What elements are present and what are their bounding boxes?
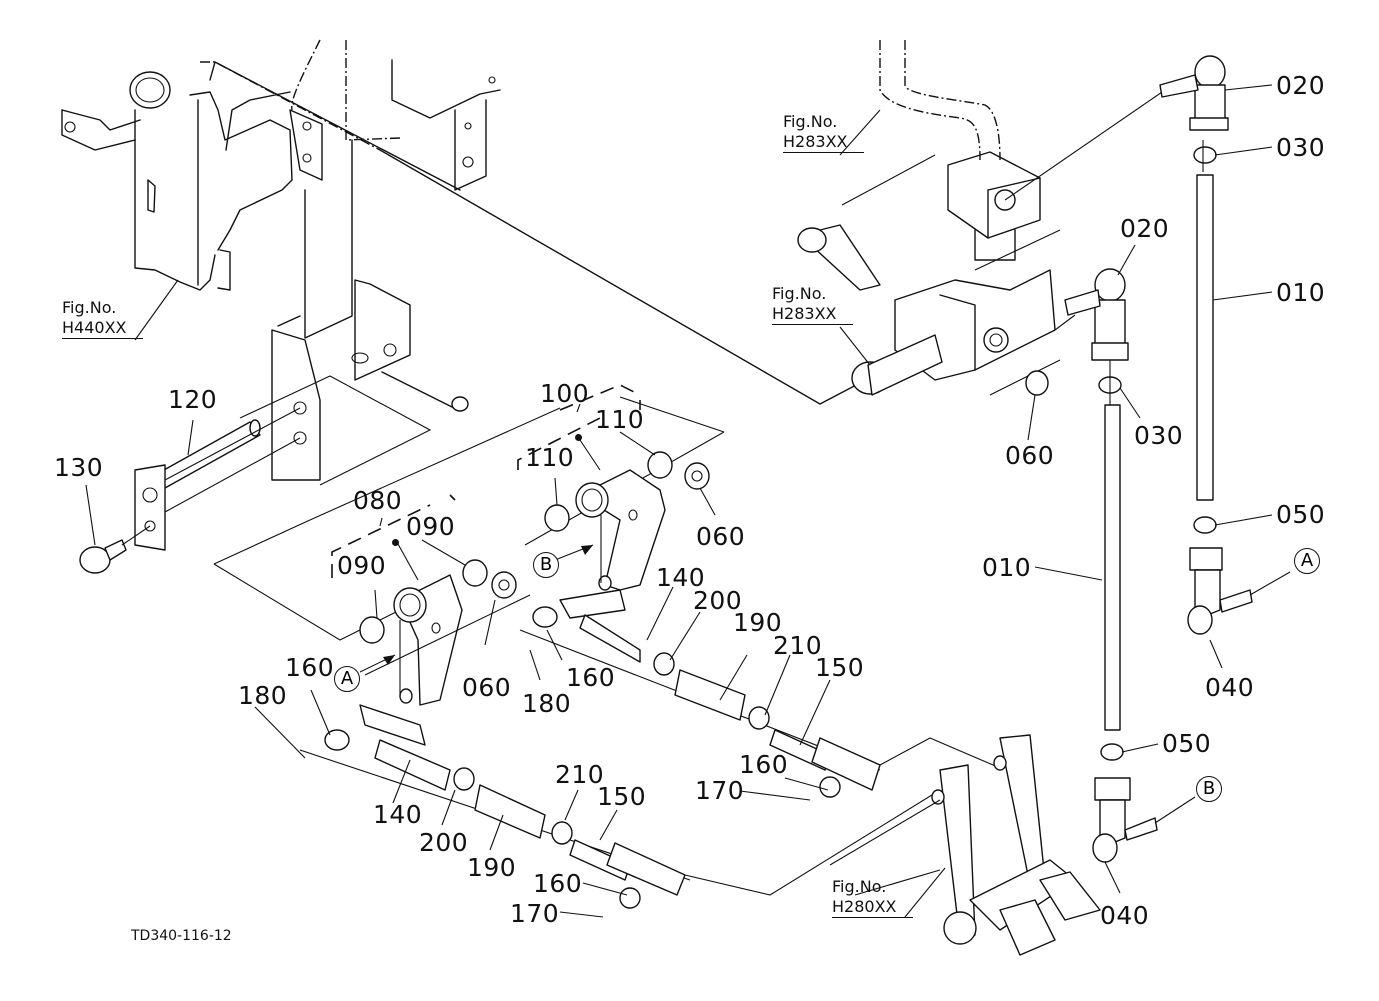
- callout-120: 120: [168, 385, 218, 414]
- marker-a-right: A: [1294, 548, 1320, 574]
- lever-h280xx: [829, 734, 1101, 956]
- assembly-dot-100: [575, 434, 582, 441]
- callout-030: 030: [1276, 133, 1326, 162]
- pin-shaft-120: [134, 407, 301, 551]
- figure-reference-h280xx: Fig.No. H280XX: [832, 877, 913, 918]
- figure-reference-h440xx: Fig.No. H440XX: [62, 298, 143, 339]
- callout-140: 140: [373, 800, 423, 829]
- callout-140: 140: [656, 563, 706, 592]
- lever-bracket-h283xx: [797, 224, 1196, 863]
- callout-200: 200: [419, 828, 469, 857]
- callout-100: 100: [540, 379, 590, 408]
- marker-b-right: B: [1196, 776, 1222, 802]
- callout-050: 050: [1162, 729, 1212, 758]
- callout-leaders: [85, 84, 1273, 918]
- callout-210: 210: [773, 631, 823, 660]
- callout-010: 010: [1276, 278, 1326, 307]
- callout-090: 090: [337, 551, 387, 580]
- callout-060: 060: [696, 522, 746, 551]
- callout-180: 180: [522, 689, 572, 718]
- bolt-130: [79, 525, 151, 574]
- callout-160: 160: [739, 750, 789, 779]
- connection-arrows: [359, 544, 594, 673]
- callout-160: 160: [533, 869, 583, 898]
- lever-assembly-100: [213, 384, 725, 591]
- callout-050: 050: [1276, 500, 1326, 529]
- callout-170: 170: [695, 776, 745, 805]
- callout-090: 090: [406, 512, 456, 541]
- lower-rod-assembly: [299, 704, 941, 909]
- callout-160: 160: [566, 663, 616, 692]
- marker-b-left: B: [533, 552, 559, 578]
- callout-210: 210: [555, 760, 605, 789]
- callout-150: 150: [815, 653, 865, 682]
- callout-160: 160: [285, 653, 335, 682]
- frame-bracket-h440xx: [61, 39, 861, 405]
- lever-assembly-080: [213, 494, 531, 706]
- callout-150: 150: [597, 782, 647, 811]
- callout-200: 200: [693, 586, 743, 615]
- figure-reference-h283xx-mid: Fig.No. H283XX: [772, 284, 853, 325]
- valve-block-h283xx: [841, 40, 1291, 635]
- callout-020: 020: [1276, 71, 1326, 100]
- callout-060: 060: [462, 673, 512, 702]
- callout-110: 110: [525, 443, 575, 472]
- callout-190: 190: [467, 853, 517, 882]
- callout-130: 130: [54, 453, 104, 482]
- callout-020: 020: [1120, 214, 1170, 243]
- callout-040: 040: [1205, 673, 1255, 702]
- callout-010: 010: [982, 553, 1032, 582]
- callout-110: 110: [595, 405, 645, 434]
- upper-rod-assembly: [519, 589, 1001, 798]
- document-id: TD340-116-12: [131, 928, 232, 944]
- marker-a-left: A: [334, 666, 360, 692]
- figure-reference-h283xx-top: Fig.No. H283XX: [783, 112, 864, 153]
- callout-080: 080: [353, 486, 403, 515]
- assembly-dot-080: [392, 539, 399, 546]
- callout-060: 060: [1005, 441, 1055, 470]
- mounting-plate: [239, 279, 469, 486]
- callout-040: 040: [1100, 901, 1150, 930]
- callout-030: 030: [1134, 421, 1184, 450]
- callout-170: 170: [510, 899, 560, 928]
- callout-180: 180: [238, 681, 288, 710]
- callout-190: 190: [733, 608, 783, 637]
